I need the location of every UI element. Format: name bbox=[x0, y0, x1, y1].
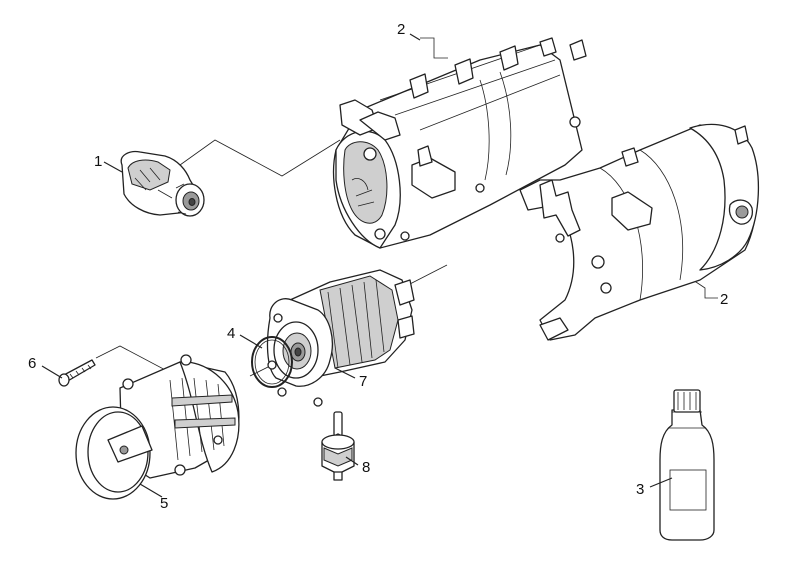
part-7-motor bbox=[266, 269, 415, 407]
callout-5: 5 bbox=[160, 495, 168, 512]
callout-1: 1 bbox=[94, 153, 102, 170]
upper-housing-shell bbox=[333, 37, 587, 249]
lower-housing-shell bbox=[519, 123, 760, 341]
part-4-o-ring bbox=[251, 336, 293, 388]
callout-leaders bbox=[41, 33, 673, 498]
callout-8: 8 bbox=[362, 459, 370, 476]
callout-7: 7 bbox=[359, 373, 367, 390]
part-1-valve bbox=[120, 150, 205, 217]
callout-4: 4 bbox=[227, 325, 235, 342]
callout-3: 3 bbox=[636, 481, 644, 498]
part-8-mount bbox=[321, 411, 355, 481]
part-6-screw bbox=[58, 359, 96, 387]
part-3-oil-bottle bbox=[659, 389, 715, 541]
callout-6: 6 bbox=[28, 355, 36, 372]
callout-2-top: 2 bbox=[397, 21, 405, 38]
leader-lines bbox=[95, 37, 718, 383]
part-5-gasket bbox=[75, 406, 153, 500]
callout-2-right: 2 bbox=[720, 291, 728, 308]
